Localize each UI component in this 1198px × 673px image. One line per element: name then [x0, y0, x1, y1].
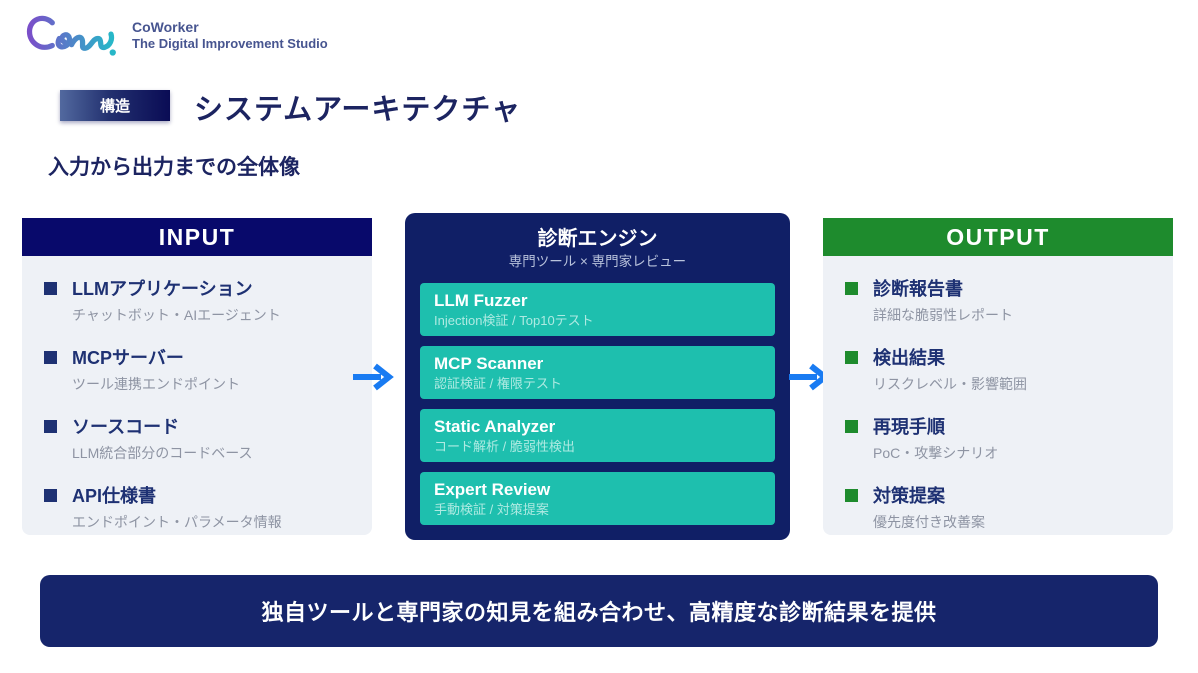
output-panel: OUTPUT 診断報告書 詳細な脆弱性レポート 検出結果 リスクレベル・影響範囲 [823, 218, 1173, 535]
input-item-label: MCPサーバー [72, 348, 184, 368]
input-item: MCPサーバー ツール連携エンドポイント [44, 344, 350, 394]
brand-tagline: The Digital Improvement Studio [132, 35, 328, 51]
input-panel-title: INPUT [22, 218, 372, 256]
engine-panel: 診断エンジン 専門ツール × 専門家レビュー LLM Fuzzer Inject… [405, 213, 790, 540]
output-item-desc: PoC・攻撃シナリオ [873, 445, 999, 461]
section-badge: 構造 [60, 90, 170, 121]
output-panel-title: OUTPUT [823, 218, 1173, 256]
input-item-desc: チャットボット・AIエージェント [72, 307, 281, 323]
output-item: 対策提案 優先度付き改善案 [845, 482, 1151, 532]
square-bullet-icon [44, 488, 57, 502]
brand-text: CoWorker The Digital Improvement Studio [132, 19, 328, 52]
engine-title: 診断エンジン [537, 228, 658, 250]
engine-tool: Expert Review 手動検証 / 対策提案 [420, 472, 775, 525]
engine-tool: MCP Scanner 認証検証 / 権限テスト [420, 346, 775, 399]
square-bullet-icon [845, 488, 858, 502]
brand-name: CoWorker [132, 18, 199, 35]
coworker-script-logo-icon [26, 15, 116, 56]
output-item-label: 診断報告書 [873, 279, 963, 299]
output-panel-body: 診断報告書 詳細な脆弱性レポート 検出結果 リスクレベル・影響範囲 再現手順 P… [823, 256, 1173, 535]
tool-name: LLM Fuzzer [434, 291, 528, 310]
output-item: 検出結果 リスクレベル・影響範囲 [845, 344, 1151, 394]
brand-logo: CoWorker The Digital Improvement Studio [26, 12, 328, 58]
input-item-label: ソースコード [72, 417, 180, 437]
tool-name: Expert Review [434, 480, 551, 499]
tool-desc: Injection検証 / Top10テスト [434, 313, 594, 328]
output-item: 再現手順 PoC・攻撃シナリオ [845, 413, 1151, 463]
input-panel-body: LLMアプリケーション チャットボット・AIエージェント MCPサーバー ツール… [22, 256, 372, 535]
output-item: 診断報告書 詳細な脆弱性レポート [845, 275, 1151, 325]
input-item: API仕様書 エンドポイント・パラメータ情報 [44, 482, 350, 532]
input-item-desc: LLM統合部分のコードベース [72, 445, 253, 461]
summary-banner: 独自ツールと専門家の知見を組み合わせ、高精度な診断結果を提供 [40, 575, 1158, 647]
input-panel: INPUT LLMアプリケーション チャットボット・AIエージェント MCPサー… [22, 218, 372, 535]
tool-desc: 手動検証 / 対策提案 [434, 502, 549, 517]
input-item-desc: エンドポイント・パラメータ情報 [72, 514, 282, 530]
square-bullet-icon [44, 419, 57, 433]
square-bullet-icon [845, 281, 858, 295]
page-title: システムアーキテクチャ [194, 94, 522, 126]
page-subtitle: 入力から出力までの全体像 [48, 156, 300, 179]
square-bullet-icon [44, 281, 57, 295]
output-item-label: 検出結果 [873, 348, 945, 368]
square-bullet-icon [845, 419, 858, 433]
tool-name: Static Analyzer [434, 417, 556, 436]
engine-tool: LLM Fuzzer Injection検証 / Top10テスト [420, 283, 775, 336]
engine-tool: Static Analyzer コード解析 / 脆弱性検出 [420, 409, 775, 462]
input-item-desc: ツール連携エンドポイント [72, 376, 240, 392]
input-item: ソースコード LLM統合部分のコードベース [44, 413, 350, 463]
input-item-label: API仕様書 [72, 486, 157, 506]
tool-desc: 認証検証 / 権限テスト [434, 376, 562, 391]
output-item-label: 再現手順 [873, 417, 945, 437]
input-item-label: LLMアプリケーション [72, 279, 253, 299]
tool-name: MCP Scanner [434, 354, 544, 373]
square-bullet-icon [44, 350, 57, 364]
output-item-desc: 優先度付き改善案 [873, 514, 985, 530]
output-item-label: 対策提案 [873, 486, 945, 506]
right-arrow-icon [353, 363, 394, 391]
engine-subtitle: 専門ツール × 専門家レビュー [508, 254, 687, 269]
square-bullet-icon [845, 350, 858, 364]
input-item: LLMアプリケーション チャットボット・AIエージェント [44, 275, 350, 325]
output-item-desc: 詳細な脆弱性レポート [873, 307, 1013, 323]
tool-desc: コード解析 / 脆弱性検出 [434, 439, 575, 454]
output-item-desc: リスクレベル・影響範囲 [873, 376, 1027, 392]
